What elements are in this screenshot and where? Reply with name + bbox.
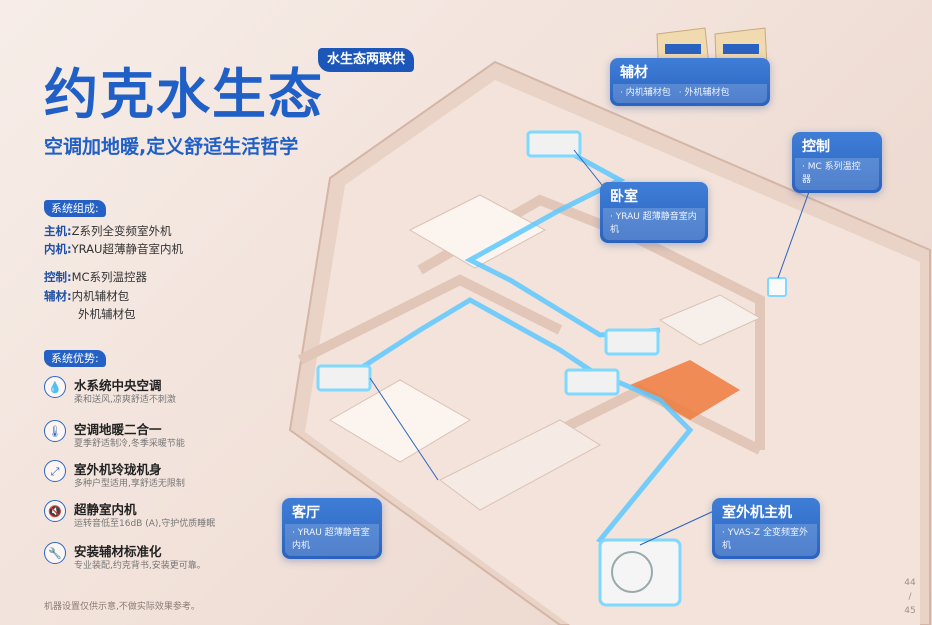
- advantage-desc: 专业装配,约克背书,安装更可靠。: [74, 561, 206, 571]
- callout-item: · MC 系列温控器: [802, 162, 861, 185]
- callout-title: 卧室: [610, 189, 638, 205]
- leader-line: [639, 509, 717, 546]
- composition-value: 外机辅材包: [78, 307, 136, 321]
- callout-item: · YVAS-Z 全变频室外机: [722, 528, 808, 551]
- page-subtitle: 空调加地暖,定义舒适生活哲学: [44, 136, 299, 158]
- advantage-title: 安装辅材标准化: [74, 544, 162, 559]
- callout-title: 客厅: [292, 505, 320, 521]
- composition-key: 辅材:: [44, 289, 72, 303]
- advantage-desc: 多种户型适用,享舒适无限制: [74, 479, 185, 489]
- bed-middle: [329, 379, 471, 463]
- page-number-left: 44: [904, 578, 916, 588]
- advantage-title: 室外机玲珑机身: [74, 462, 162, 477]
- indoor-unit-bedroom: [526, 130, 582, 158]
- composition-value: 内机辅材包: [71, 289, 130, 303]
- callout-title: 控制: [802, 139, 830, 155]
- callout-item: · YRAU 超薄静音室内机: [292, 528, 370, 551]
- interior-wall: [637, 235, 765, 450]
- callout-living-room: 客厅 · YRAU 超薄静音室内机: [282, 498, 382, 559]
- composition-tag: 系统组成:: [44, 200, 106, 217]
- advantage-item: 🔇 超静室内机 运转音低至16dB (A),守护优质睡眠: [44, 500, 304, 530]
- callout-body: · MC 系列温控器: [795, 158, 879, 190]
- composition-item: 控制:MC系列温控器: [44, 268, 147, 286]
- interior-wall: [297, 274, 563, 365]
- callout-body: · 内机辅材包 · 外机辅材包: [613, 84, 767, 103]
- composition-item: 主机:Z系列全变频室外机: [44, 222, 172, 240]
- callout-control: 控制 · MC 系列温控器: [792, 132, 882, 193]
- outdoor-unit-fan: [611, 551, 653, 593]
- callout-item: · YRAU 超薄静音室内机: [610, 212, 697, 235]
- wrench-icon: 🔧: [44, 542, 66, 564]
- dining-table: [658, 294, 762, 346]
- floor-heating: [630, 360, 740, 420]
- sofa: [439, 419, 601, 511]
- page-title: 约克水生态: [44, 63, 324, 126]
- advantages-tag: 系统优势:: [44, 350, 106, 367]
- page-number-separator: /: [908, 592, 912, 602]
- brand-tag: 水生态两联供: [318, 48, 414, 72]
- callout-item: · 内机辅材包: [620, 88, 671, 98]
- callout-body: · YVAS-Z 全变频室外机: [715, 524, 817, 556]
- indoor-unit-bedroom-2: [316, 364, 372, 392]
- resize-icon: ⤢: [44, 460, 66, 482]
- advantage-title: 空调地暖二合一: [74, 422, 162, 437]
- water-pipe: [464, 147, 661, 338]
- composition-item: 外机辅材包: [44, 305, 136, 323]
- thermostat: [767, 277, 787, 297]
- water-drop-icon: 💧: [44, 376, 66, 398]
- callout-accessories: 辅材 · 内机辅材包 · 外机辅材包: [610, 58, 770, 106]
- composition-key: 内机:: [44, 242, 72, 256]
- composition-value: MC系列温控器: [71, 270, 148, 284]
- advantage-desc: 运转音低至16dB (A),守护优质睡眠: [74, 519, 216, 529]
- composition-key: 主机:: [44, 224, 72, 238]
- callout-body: · YRAU 超薄静音室内机: [285, 524, 379, 556]
- advantage-item: 💧 水系统中央空调 柔和送风,凉爽舒适不刺激: [44, 376, 304, 406]
- advantage-desc: 柔和送风,凉爽舒适不刺激: [74, 395, 176, 405]
- bed-top: [408, 194, 547, 269]
- footnote: 机器设置仅供示意,不做实际效果参考。: [44, 602, 200, 612]
- thermometer-icon: 🌡: [44, 420, 66, 442]
- composition-item: 辅材:内机辅材包: [44, 287, 129, 305]
- leader-line: [369, 377, 439, 481]
- callout-title: 辅材: [620, 65, 648, 81]
- callout-bedroom: 卧室 · YRAU 超薄静音室内机: [600, 182, 708, 243]
- composition-value: Z系列全变频室外机: [71, 224, 172, 238]
- leader-line: [573, 149, 607, 191]
- advantage-item: ⤢ 室外机玲珑机身 多种户型适用,享舒适无限制: [44, 460, 304, 490]
- advantage-desc: 夏季舒适制冷,冬季采暖节能: [74, 439, 185, 449]
- composition-item: 内机:YRAU超薄静音室内机: [44, 240, 183, 258]
- callout-body: · YRAU 超薄静音室内机: [603, 208, 705, 240]
- callout-outdoor-unit: 室外机主机 · YVAS-Z 全变频室外机: [712, 498, 820, 559]
- indoor-unit-dining: [604, 328, 660, 356]
- composition-key: 控制:: [44, 270, 72, 284]
- advantage-title: 超静室内机: [74, 502, 137, 517]
- advantage-title: 水系统中央空调: [74, 378, 162, 393]
- advantage-item: 🌡 空调地暖二合一 夏季舒适制冷,冬季采暖节能: [44, 420, 304, 450]
- advantage-item: 🔧 安装辅材标准化 专业装配,约克背书,安装更可靠。: [44, 542, 304, 572]
- silent-icon: 🔇: [44, 500, 66, 522]
- page-number-right: 45: [904, 606, 916, 616]
- callout-item: · 外机辅材包: [678, 88, 730, 98]
- callout-title: 室外机主机: [722, 505, 792, 521]
- indoor-unit-living: [564, 368, 620, 396]
- composition-value: YRAU超薄静音室内机: [71, 242, 183, 256]
